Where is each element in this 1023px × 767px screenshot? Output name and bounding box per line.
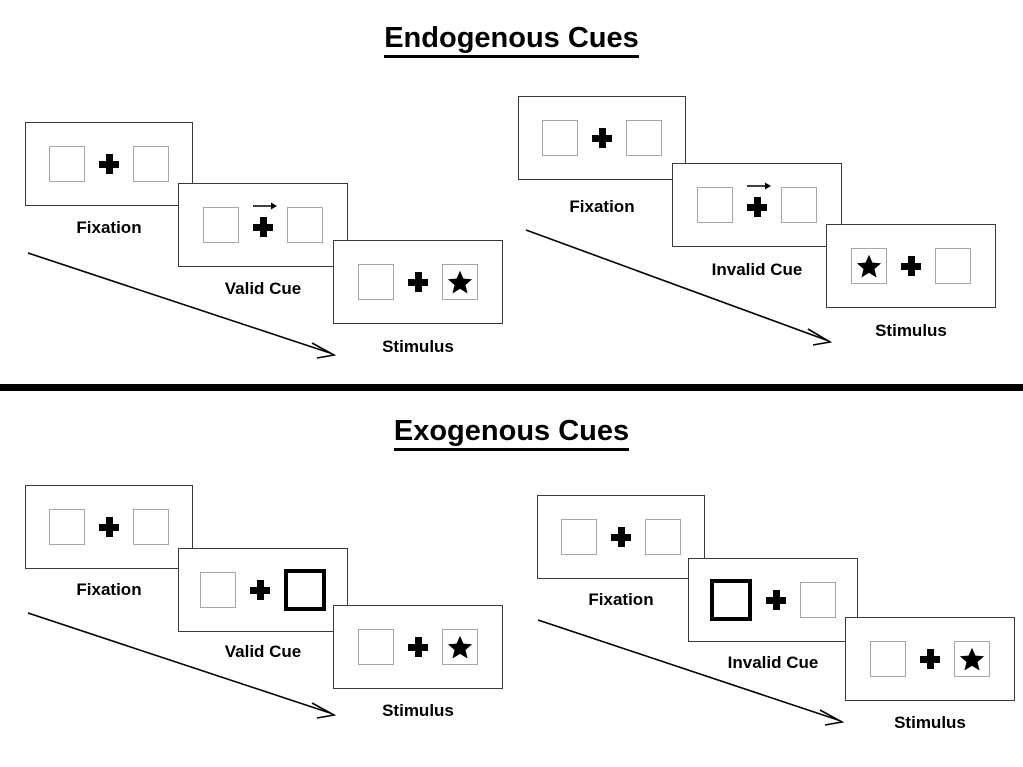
stimulus-box-right	[442, 264, 478, 300]
stimulus-box-left	[870, 641, 906, 677]
fixation-cross-icon	[408, 637, 428, 657]
stimulus-box-right	[133, 146, 169, 182]
panel-endogenous-invalid-stimulus[interactable]	[826, 224, 996, 308]
caption-endogenous-valid-stimulus: Stimulus	[382, 337, 454, 356]
star-icon	[856, 254, 882, 278]
panel-exogenous-valid-fixation[interactable]	[25, 485, 193, 569]
section-title-endogenous: Endogenous Cues	[0, 22, 1023, 58]
panel-exogenous-invalid-cue[interactable]	[688, 558, 858, 642]
caption-exogenous-invalid-stimulus: Stimulus	[894, 713, 966, 732]
panel-inner	[200, 569, 326, 611]
star-icon	[447, 270, 473, 294]
fixation-cross-icon	[766, 590, 786, 610]
fixation-cross-icon	[920, 649, 940, 669]
stimulus-box-right	[287, 207, 323, 243]
section-title-exogenous: Exogenous Cues	[0, 415, 1023, 451]
section-title-exogenous-text: Exogenous Cues	[393, 415, 630, 451]
caption-exogenous-valid-fixation: Fixation	[76, 580, 142, 599]
cue-wrap	[747, 182, 771, 217]
panel-inner	[561, 519, 681, 555]
stimulus-box-right	[645, 519, 681, 555]
fixation-cross-icon	[408, 272, 428, 292]
stimulus-box-left-cued	[710, 579, 752, 621]
stimulus-box-left	[358, 264, 394, 300]
fixation-cross-icon	[901, 256, 921, 276]
panel-inner	[49, 509, 169, 545]
caption-endogenous-invalid-stimulus: Stimulus	[875, 321, 947, 340]
stimulus-box-right	[800, 582, 836, 618]
panel-endogenous-valid-stimulus[interactable]	[333, 240, 503, 324]
stimulus-box-right	[954, 641, 990, 677]
stimulus-box-right	[935, 248, 971, 284]
stimulus-box-right-cued	[284, 569, 326, 611]
cue-wrap	[253, 202, 277, 237]
panel-inner	[710, 579, 836, 621]
fixation-cross-icon	[253, 217, 273, 237]
caption-exogenous-valid-cue: Valid Cue	[224, 642, 302, 661]
arrow-right-cue-icon	[253, 202, 277, 210]
stimulus-box-left	[851, 248, 887, 284]
panel-exogenous-invalid-fixation[interactable]	[537, 495, 705, 579]
caption-exogenous-invalid-cue: Invalid Cue	[727, 653, 819, 672]
caption-endogenous-valid-fixation: Fixation	[76, 218, 142, 237]
fixation-cross-icon	[99, 517, 119, 537]
star-icon	[447, 635, 473, 659]
panel-inner	[358, 629, 478, 665]
fixation-cross-icon	[611, 527, 631, 547]
stimulus-box-right	[781, 187, 817, 223]
panel-endogenous-valid-cue[interactable]	[178, 183, 348, 267]
panel-exogenous-invalid-stimulus[interactable]	[845, 617, 1015, 701]
caption-exogenous-invalid-fixation: Fixation	[588, 590, 654, 609]
stimulus-box-left	[49, 146, 85, 182]
fixation-cross-icon	[250, 580, 270, 600]
panel-inner	[697, 182, 817, 223]
stimulus-box-left	[358, 629, 394, 665]
star-icon	[959, 647, 985, 671]
panel-inner	[358, 264, 478, 300]
caption-endogenous-valid-cue: Valid Cue	[224, 279, 302, 298]
stimulus-box-right	[626, 120, 662, 156]
arrow-right-cue-icon	[747, 182, 771, 190]
stimulus-box-right	[133, 509, 169, 545]
stimulus-box-left	[542, 120, 578, 156]
caption-endogenous-invalid-cue: Invalid Cue	[711, 260, 803, 279]
stimulus-box-right	[442, 629, 478, 665]
stimulus-box-left	[561, 519, 597, 555]
stimulus-box-left	[697, 187, 733, 223]
panel-endogenous-invalid-cue[interactable]	[672, 163, 842, 247]
fixation-cross-icon	[747, 197, 767, 217]
panel-endogenous-invalid-fixation[interactable]	[518, 96, 686, 180]
panel-inner	[870, 641, 990, 677]
panel-exogenous-valid-stimulus[interactable]	[333, 605, 503, 689]
panel-inner	[49, 146, 169, 182]
stimulus-box-left	[49, 509, 85, 545]
panel-inner	[851, 248, 971, 284]
caption-endogenous-invalid-fixation: Fixation	[569, 197, 635, 216]
fixation-cross-icon	[592, 128, 612, 148]
fixation-cross-icon	[99, 154, 119, 174]
panel-exogenous-valid-cue[interactable]	[178, 548, 348, 632]
stimulus-box-left	[200, 572, 236, 608]
panel-endogenous-valid-fixation[interactable]	[25, 122, 193, 206]
section-divider	[0, 384, 1023, 391]
panel-inner	[542, 120, 662, 156]
section-title-endogenous-text: Endogenous Cues	[384, 22, 639, 58]
caption-exogenous-valid-stimulus: Stimulus	[382, 701, 454, 720]
stimulus-box-left	[203, 207, 239, 243]
panel-inner	[203, 202, 323, 243]
